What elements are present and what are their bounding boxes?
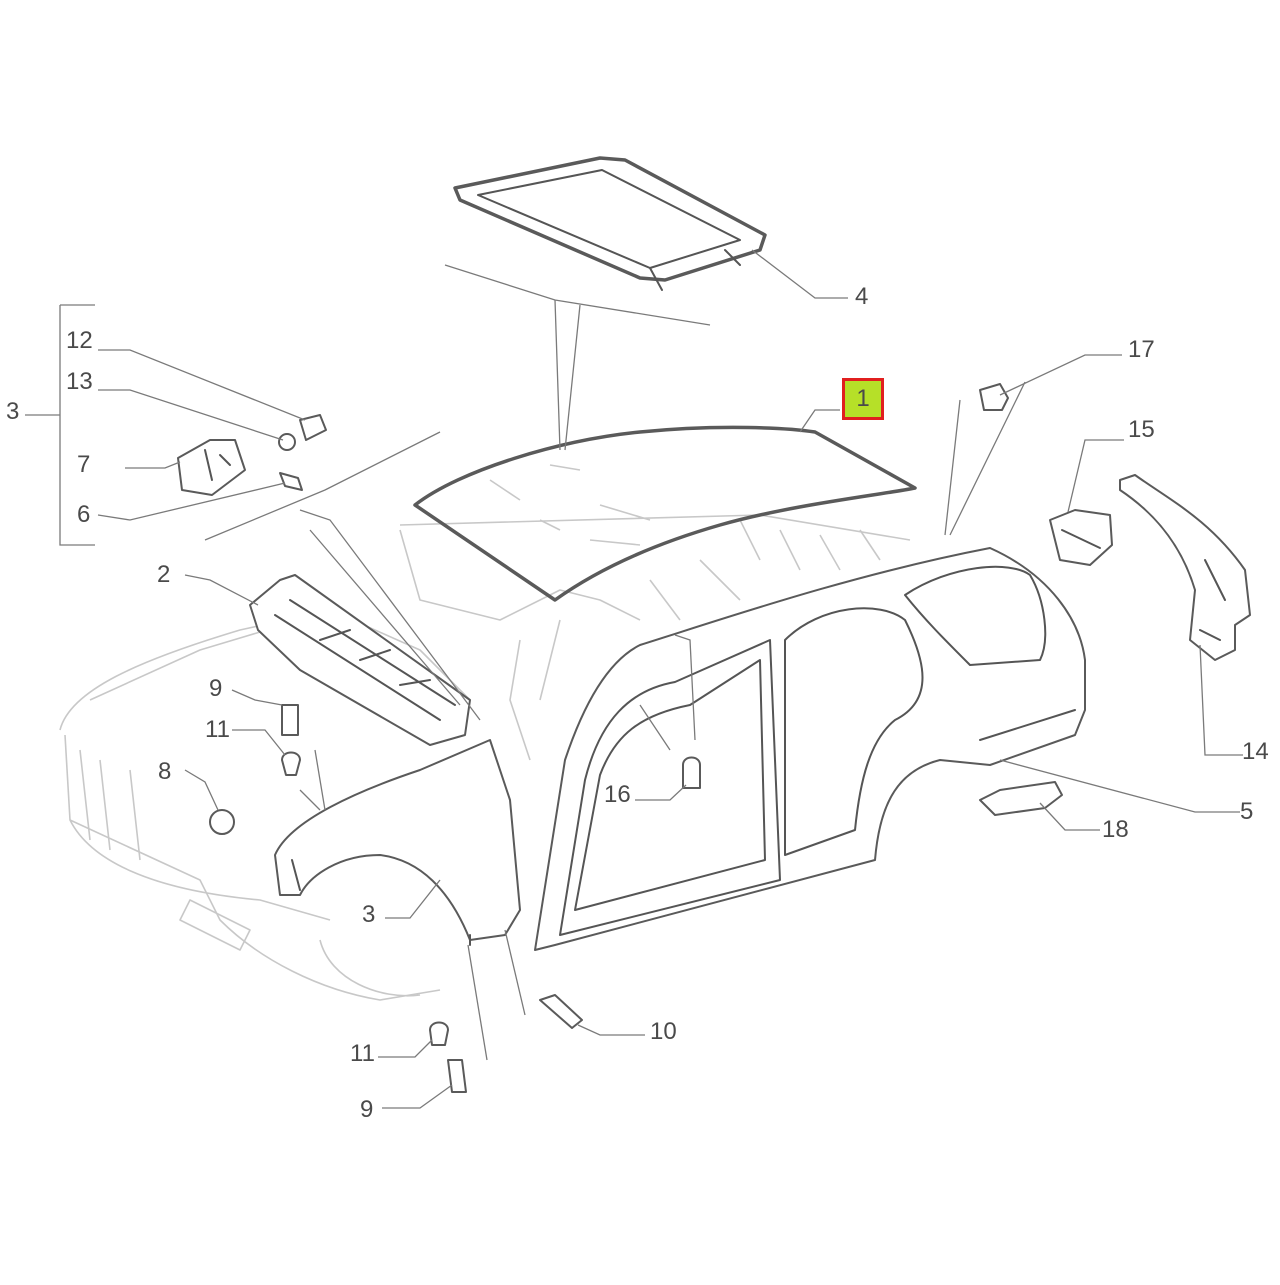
plug-8	[209, 809, 235, 835]
callout-7[interactable]: 7	[77, 451, 91, 478]
callout-9-top[interactable]: 9	[209, 675, 223, 702]
callout-10[interactable]: 10	[650, 1018, 677, 1045]
bolt-10	[539, 994, 583, 1029]
side-body-panel	[534, 547, 1086, 951]
callout-12[interactable]: 12	[66, 327, 93, 354]
washer-13	[278, 433, 296, 451]
callout-15[interactable]: 15	[1128, 416, 1155, 443]
callout-2[interactable]: 2	[157, 561, 171, 588]
callout-18[interactable]: 18	[1102, 816, 1129, 843]
bolt-6	[279, 472, 303, 491]
callout-14[interactable]: 14	[1242, 738, 1269, 765]
rear-pillar	[1119, 474, 1251, 661]
callout-4[interactable]: 4	[855, 283, 869, 310]
callout-11-bottom[interactable]: 11	[350, 1040, 375, 1067]
clip-11-top	[281, 751, 301, 776]
callout-16[interactable]: 16	[604, 781, 631, 808]
front-fender	[274, 739, 521, 946]
callout-13[interactable]: 13	[66, 368, 93, 395]
sunroof-frame	[453, 156, 767, 291]
roof-panel	[413, 425, 917, 602]
callout-9-bottom[interactable]: 9	[360, 1096, 374, 1123]
callout-17[interactable]: 17	[1128, 336, 1155, 363]
callout-1-text: 1	[856, 385, 870, 412]
fasteners	[209, 383, 1009, 1093]
callout-8[interactable]: 8	[158, 758, 172, 785]
callout-1-highlighted[interactable]: 1	[842, 378, 884, 420]
rail-18	[979, 781, 1063, 816]
bolt-12	[299, 414, 327, 441]
bolt-9-top	[281, 704, 299, 736]
hinge-7	[177, 439, 246, 496]
clip-17	[979, 383, 1009, 411]
plug-16	[682, 756, 701, 789]
callout-11-top[interactable]: 11	[205, 716, 230, 743]
callout-3-group[interactable]: 3	[6, 398, 20, 425]
clip-11-bottom	[429, 1021, 449, 1046]
callout-5[interactable]: 5	[1240, 798, 1254, 825]
callout-6[interactable]: 6	[77, 501, 91, 528]
leader-lines	[25, 249, 1243, 1109]
callout-3-fender[interactable]: 3	[362, 901, 376, 928]
cowl-panel	[249, 574, 471, 746]
bracket-15	[1049, 509, 1113, 566]
bolt-9-bottom	[447, 1059, 467, 1093]
